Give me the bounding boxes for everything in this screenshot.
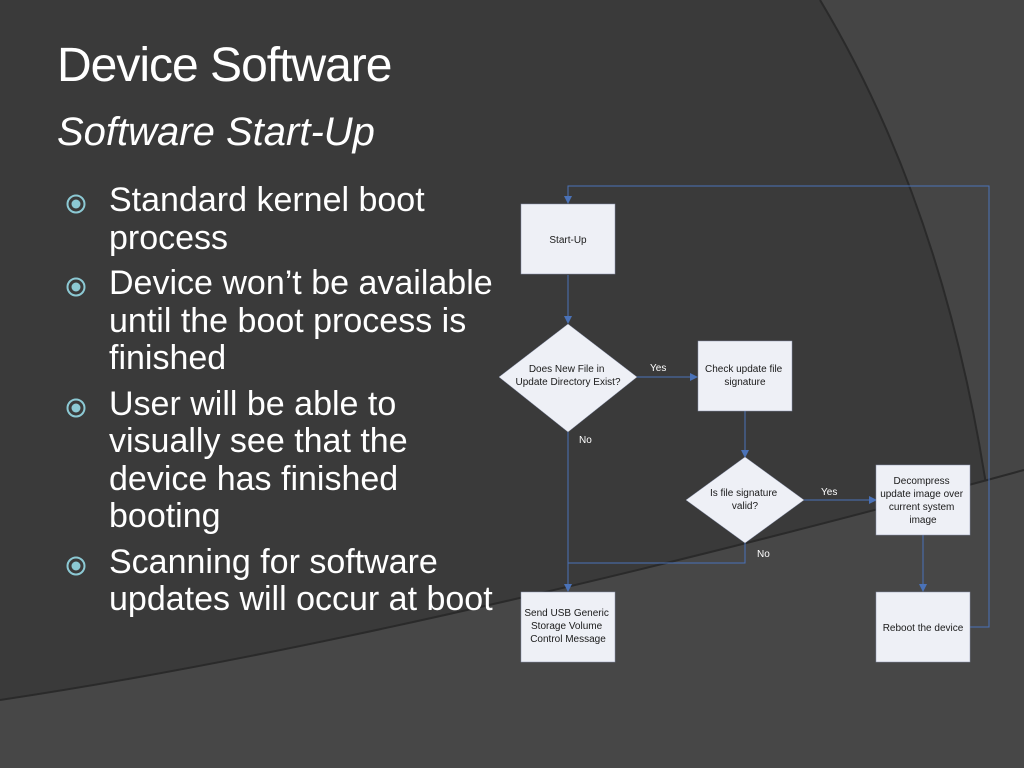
node-decision-new-file <box>498 323 638 433</box>
circle-bullet-icon <box>66 277 86 297</box>
edge-label-new-file-yes: Yes <box>650 363 666 374</box>
node-decompress-line: image <box>909 515 937 526</box>
node-send-usb <box>520 591 616 663</box>
node-decompress-line: update image over <box>880 489 964 500</box>
node-check-signature <box>697 340 793 412</box>
bullet-text: Device won’t be available until the boot… <box>109 264 493 377</box>
node-send-usb-line: Storage Volume <box>531 621 603 632</box>
bullet-item: User will be able to visually see that t… <box>66 384 496 536</box>
node-decision-new-file-line: Update Directory Exist? <box>515 377 620 388</box>
connectors <box>564 185 990 628</box>
circle-bullet-icon <box>66 194 86 214</box>
node-decision-new-file-line: Does New File in <box>529 364 605 375</box>
bullet-item: Standard kernel boot process <box>66 181 496 257</box>
node-decompress-line: current system <box>889 502 955 513</box>
node-decompress-label: Decompress update image over current sys… <box>880 476 966 526</box>
slide-subtitle: Software Start-Up <box>57 110 375 154</box>
bullet-text: Standard kernel boot process <box>109 181 425 257</box>
node-reboot-label: Reboot the device <box>883 623 964 634</box>
bullet-item: Device won’t be available until the boot… <box>66 264 496 378</box>
node-reboot <box>875 591 971 663</box>
node-decision-signature-valid-label: Is file signature valid? <box>710 488 780 512</box>
node-send-usb-label: Send USB Generic Storage Volume Control … <box>524 608 611 645</box>
connector-reboot-loop-to-startup <box>564 185 990 628</box>
node-startup-label: Start-Up <box>549 235 587 246</box>
slide-title: Device Software <box>57 39 392 92</box>
edge-label-new-file-no: No <box>579 435 592 446</box>
node-check-signature-line: signature <box>724 377 766 388</box>
node-decision-new-file-label: Does New File in Update Directory Exist? <box>515 364 620 388</box>
node-decompress-line: Decompress <box>894 476 950 487</box>
background-arc-bottom <box>0 470 1024 768</box>
bullet-text: User will be able to visually see that t… <box>109 384 408 535</box>
edge-label-signature-yes: Yes <box>821 487 837 498</box>
background-arc-right <box>820 0 1024 768</box>
node-send-usb-line: Send USB Generic <box>524 608 609 619</box>
node-decision-signature-valid <box>685 456 805 544</box>
node-reboot-line: Reboot the device <box>883 623 964 634</box>
node-startup <box>520 203 616 275</box>
flowchart-nodes: Start-Up Does New File in Update Directo… <box>498 203 971 663</box>
node-send-usb-line: Control Message <box>530 634 606 645</box>
node-decision-signature-valid-line: valid? <box>732 501 759 512</box>
circle-bullet-icon <box>66 556 86 575</box>
edge-labels: Yes No Yes No <box>579 363 837 560</box>
node-startup-line: Start-Up <box>549 235 587 246</box>
connector-valid-no-to-send-usb <box>568 543 746 564</box>
background-arc-bottom-line <box>0 469 1024 701</box>
circle-bullet-icon <box>66 398 86 417</box>
bullet-text: Scanning for software updates will occur… <box>109 542 493 618</box>
bullet-list: Standard kernel boot process Device won’… <box>66 181 496 627</box>
bullet-item: Scanning for software updates will occur… <box>66 542 496 619</box>
node-check-signature-label: Check update file signature <box>705 364 785 388</box>
node-decision-signature-valid-line: Is file signature <box>710 488 778 499</box>
node-decompress <box>875 464 971 536</box>
edge-label-signature-no: No <box>757 549 770 560</box>
node-check-signature-line: Check update file <box>705 364 783 375</box>
